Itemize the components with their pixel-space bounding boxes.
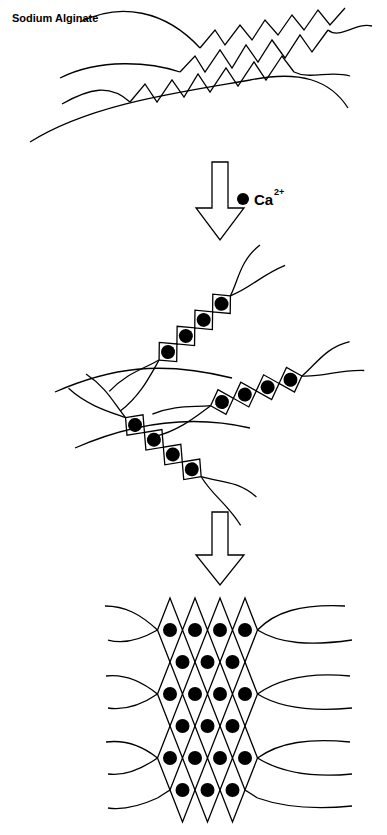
calcium-ion-dot bbox=[237, 193, 249, 205]
process-arrow bbox=[196, 162, 244, 240]
process-arrow bbox=[196, 512, 244, 585]
calcium-ions bbox=[163, 623, 252, 797]
egg-box-junctions bbox=[55, 241, 364, 525]
egg-box-network bbox=[105, 598, 352, 822]
alginate-chains bbox=[30, 8, 372, 142]
charge-superscript: 2+ bbox=[274, 188, 284, 197]
ion-label: Ca bbox=[254, 192, 273, 207]
title-label: Sodium Alginate bbox=[12, 13, 98, 24]
